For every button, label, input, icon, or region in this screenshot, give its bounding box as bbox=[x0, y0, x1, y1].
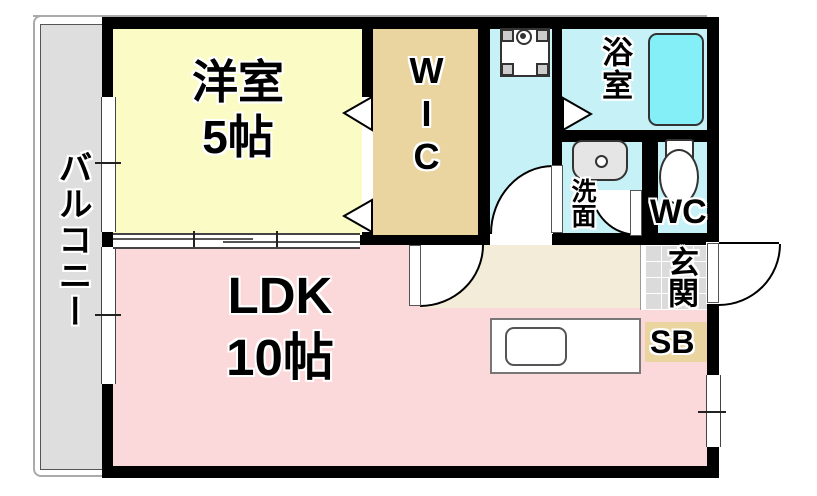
entrance-door-arc bbox=[719, 244, 781, 306]
pan-corner bbox=[536, 29, 549, 42]
wall-bottom bbox=[102, 466, 719, 478]
ldk-door-leaf bbox=[409, 245, 421, 306]
bathroom-label: 浴室 bbox=[597, 36, 632, 102]
western-room-size: 5帖 bbox=[202, 111, 274, 164]
entrance-label: 玄関 bbox=[663, 246, 698, 308]
bathtub-icon bbox=[648, 33, 704, 126]
window-tick bbox=[95, 162, 121, 164]
wall-washroom-bottom bbox=[552, 233, 707, 245]
entrance-step-edge bbox=[640, 245, 646, 310]
balcony-area bbox=[40, 24, 104, 470]
laundry-door-leaf bbox=[551, 165, 563, 233]
doorway-laundry-hall bbox=[490, 233, 552, 245]
pan-corner bbox=[536, 63, 549, 76]
wic-label: WIC bbox=[406, 50, 447, 179]
western-room-label: 洋室 5帖 bbox=[113, 55, 363, 165]
wall-under-wic bbox=[357, 233, 490, 245]
sliding-door-panel bbox=[113, 238, 253, 240]
wic-door-opening bbox=[362, 97, 373, 232]
wall-wic-laundry bbox=[478, 29, 490, 233]
ldk-size: 10帖 bbox=[226, 329, 334, 387]
sliding-door-tick bbox=[276, 231, 278, 247]
balcony-label: バルコニー bbox=[53, 150, 91, 330]
outer-frame-line bbox=[33, 15, 707, 17]
entrance-door-leaf bbox=[707, 243, 719, 303]
entrance-area bbox=[645, 245, 707, 310]
pan-corner bbox=[501, 63, 514, 76]
washbasin-drain-icon bbox=[595, 155, 608, 168]
toilet-label: WC bbox=[650, 193, 707, 231]
washroom-door-leaf bbox=[630, 190, 642, 236]
washroom-label: 洗面 bbox=[568, 178, 596, 228]
shoebox-area bbox=[645, 322, 707, 362]
kitchen-sink-icon bbox=[505, 327, 567, 366]
shoebox-label: SB bbox=[650, 324, 695, 360]
pan-corner bbox=[501, 29, 514, 42]
wall-top bbox=[102, 17, 719, 29]
western-room-name: 洋室 bbox=[192, 56, 284, 108]
sliding-door-western-ldk bbox=[113, 231, 360, 249]
western-room-area bbox=[113, 29, 362, 235]
sliding-door-panel bbox=[223, 241, 360, 243]
washer-faucet-icon-inner bbox=[520, 33, 526, 39]
wall-washroom-wc bbox=[642, 142, 658, 233]
ldk-name: LDK bbox=[227, 267, 333, 324]
toilet-bowl-icon bbox=[659, 149, 699, 205]
sliding-door-tick bbox=[193, 231, 195, 247]
window-tick bbox=[698, 411, 726, 413]
window-tick bbox=[95, 314, 121, 316]
window-western-room bbox=[101, 97, 116, 232]
entrance-door-open-line bbox=[719, 242, 779, 244]
wic-area bbox=[373, 29, 478, 235]
ldk-label: LDK 10帖 bbox=[115, 265, 445, 389]
